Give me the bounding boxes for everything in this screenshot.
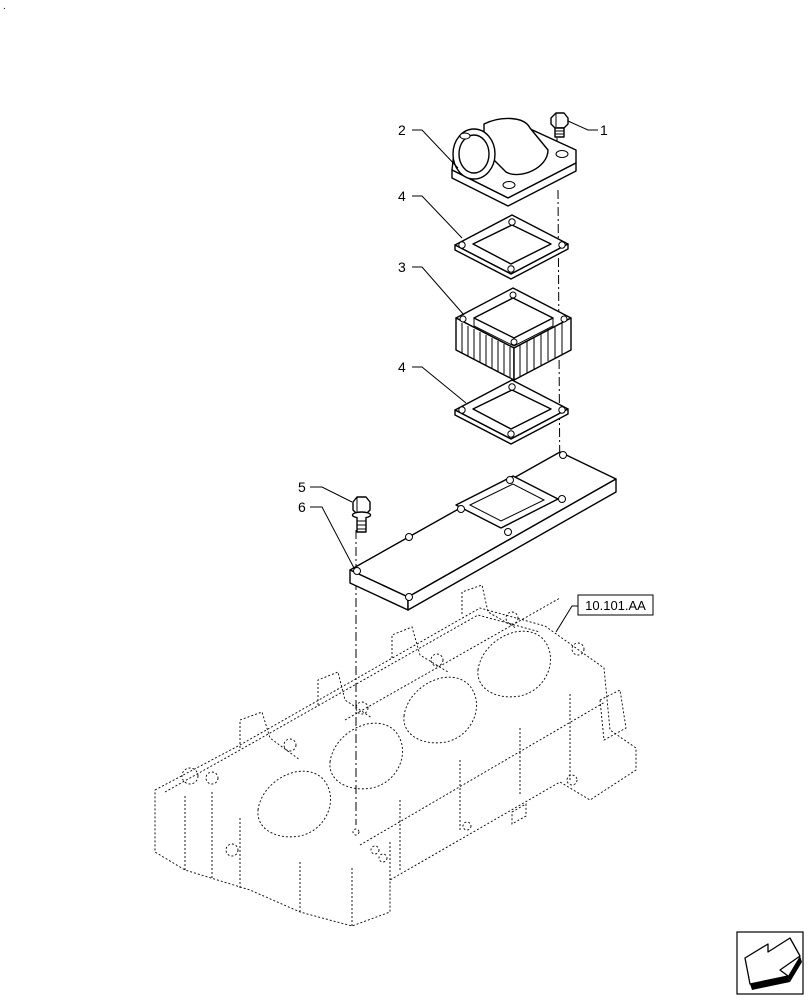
callout-5: 5 <box>298 479 306 495</box>
page-mark: . <box>3 1 6 12</box>
part-1-bolt <box>550 112 569 138</box>
part-3-spacer-block <box>455 287 572 381</box>
part-5-bolt <box>351 496 372 533</box>
callout-4-lower: 4 <box>398 359 406 375</box>
callout-leaders <box>310 120 598 633</box>
callout-3: 3 <box>398 259 406 275</box>
part-2-elbow-housing <box>451 117 577 207</box>
cross-reference[interactable]: 10.101.AA <box>577 594 654 616</box>
part-4-gasket-lower <box>454 379 569 445</box>
part-4-gasket-upper <box>454 214 569 280</box>
callout-numbers: 1 2 4 3 4 5 6 <box>298 122 608 515</box>
part-6-cover-plate <box>349 451 617 611</box>
arrow-navigation-icon[interactable] <box>736 931 804 995</box>
callout-6: 6 <box>298 499 306 515</box>
callout-4-upper: 4 <box>398 188 406 204</box>
cylinder-head-phantom <box>154 584 637 927</box>
cross-reference-label: 10.101.AA <box>585 598 646 613</box>
callout-2: 2 <box>398 122 406 138</box>
callout-1: 1 <box>600 122 608 138</box>
